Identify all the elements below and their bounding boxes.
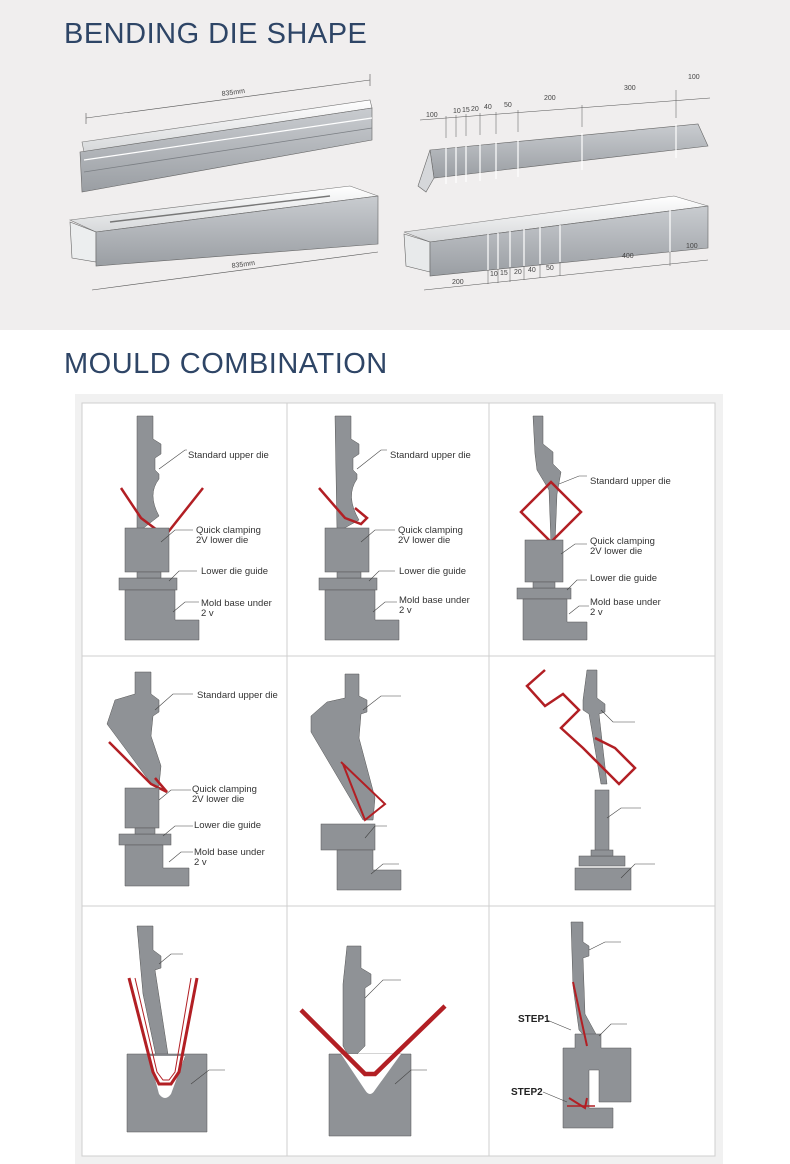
- right-bottom-dim-3: 20: [514, 269, 522, 276]
- right-top-dim-0: 100: [426, 112, 438, 119]
- guide-label: Lower die guide: [194, 820, 261, 831]
- long-upper-die: 835mm: [79, 74, 373, 193]
- right-top-dim-6: 200: [544, 95, 556, 102]
- base-label-2: 2 v: [399, 605, 412, 616]
- step1-label: STEP1: [518, 1014, 550, 1025]
- bending-die-title: BENDING DIE SHAPE: [64, 18, 368, 50]
- upper-die-label: Standard upper die: [590, 476, 671, 487]
- bending-die-illustration: 835mm 835mm 100 10 15: [68, 74, 711, 291]
- upper-die-label: Standard upper die: [390, 450, 471, 461]
- lower-die-label-1: Quick clamping: [398, 525, 463, 536]
- right-top-dim-7: 300: [624, 85, 636, 92]
- guide-label: Lower die guide: [590, 573, 657, 584]
- right-bottom-dim-5: 50: [546, 265, 554, 272]
- lower-die-label-1: Quick clamping: [196, 525, 261, 536]
- lower-die-label-1: Quick clamping: [590, 536, 655, 547]
- left-bottom-dim-label: 835mm: [231, 260, 255, 270]
- combo-cell-3: Standard upper die Quick clamping 2V low…: [516, 415, 671, 641]
- right-top-dim-1: 10: [453, 108, 461, 115]
- guide-label: Lower die guide: [201, 566, 268, 577]
- base-label-1: Mold base under: [194, 847, 265, 858]
- segmented-lower-die: 200 10 15 20 40 50 400 100: [403, 195, 709, 291]
- base-label-1: Mold base under: [201, 598, 272, 609]
- right-bottom-dim-0: 200: [452, 279, 464, 286]
- left-top-dim-label: 835mm: [221, 88, 245, 98]
- lower-die-label-2: 2V lower die: [192, 794, 244, 805]
- upper-die-label: Standard upper die: [197, 690, 278, 701]
- guide-label: Lower die guide: [399, 566, 466, 577]
- base-label-1: Mold base under: [590, 597, 661, 608]
- combo-cell-6: [525, 669, 655, 891]
- combo-cell-8: [299, 945, 447, 1137]
- long-lower-die: 835mm: [68, 185, 379, 291]
- upper-die-label: Standard upper die: [188, 450, 269, 461]
- lower-die-label-2: 2V lower die: [398, 535, 450, 546]
- combo-cell-2: Standard upper die Quick clamping 2V low…: [318, 415, 471, 641]
- right-top-dim-5: 50: [504, 102, 512, 109]
- right-bottom-dim-6: 400: [622, 253, 634, 260]
- combo-cell-4: Standard upper die Quick clamping 2V low…: [106, 671, 278, 887]
- lower-die-label-1: Quick clamping: [192, 784, 257, 795]
- right-bottom-dim-4: 40: [528, 267, 536, 274]
- base-label-2: 2 v: [194, 857, 207, 868]
- right-bottom-dim-2: 15: [500, 270, 508, 277]
- combo-cell-1: Standard upper die Quick clamping 2V low…: [118, 415, 272, 641]
- right-top-dim-3: 20: [471, 106, 479, 113]
- base-label-1: Mold base under: [399, 595, 470, 606]
- right-top-dim-4: 40: [484, 104, 492, 111]
- right-top-dim-2: 15: [462, 107, 470, 114]
- lower-die-label-2: 2V lower die: [590, 546, 642, 557]
- mould-combination-title: MOULD COMBINATION: [64, 348, 388, 380]
- base-label-2: 2 v: [590, 607, 603, 618]
- step2-label: STEP2: [511, 1087, 543, 1098]
- combo-cell-9: STEP1 STEP2: [511, 921, 632, 1129]
- right-bottom-dim-7: 100: [686, 243, 698, 250]
- combo-cell-7: [126, 925, 225, 1133]
- lower-die-label-2: 2V lower die: [196, 535, 248, 546]
- base-label-2: 2 v: [201, 608, 214, 619]
- mould-combination-grid: Standard upper die Quick clamping 2V low…: [75, 394, 723, 1164]
- combo-cell-5: [310, 673, 402, 891]
- segmented-upper-die: 100 10 15 20 40 50 200 300 100: [417, 74, 711, 193]
- right-bottom-dim-1: 10: [490, 271, 498, 278]
- right-top-dim-8: 100: [688, 74, 700, 81]
